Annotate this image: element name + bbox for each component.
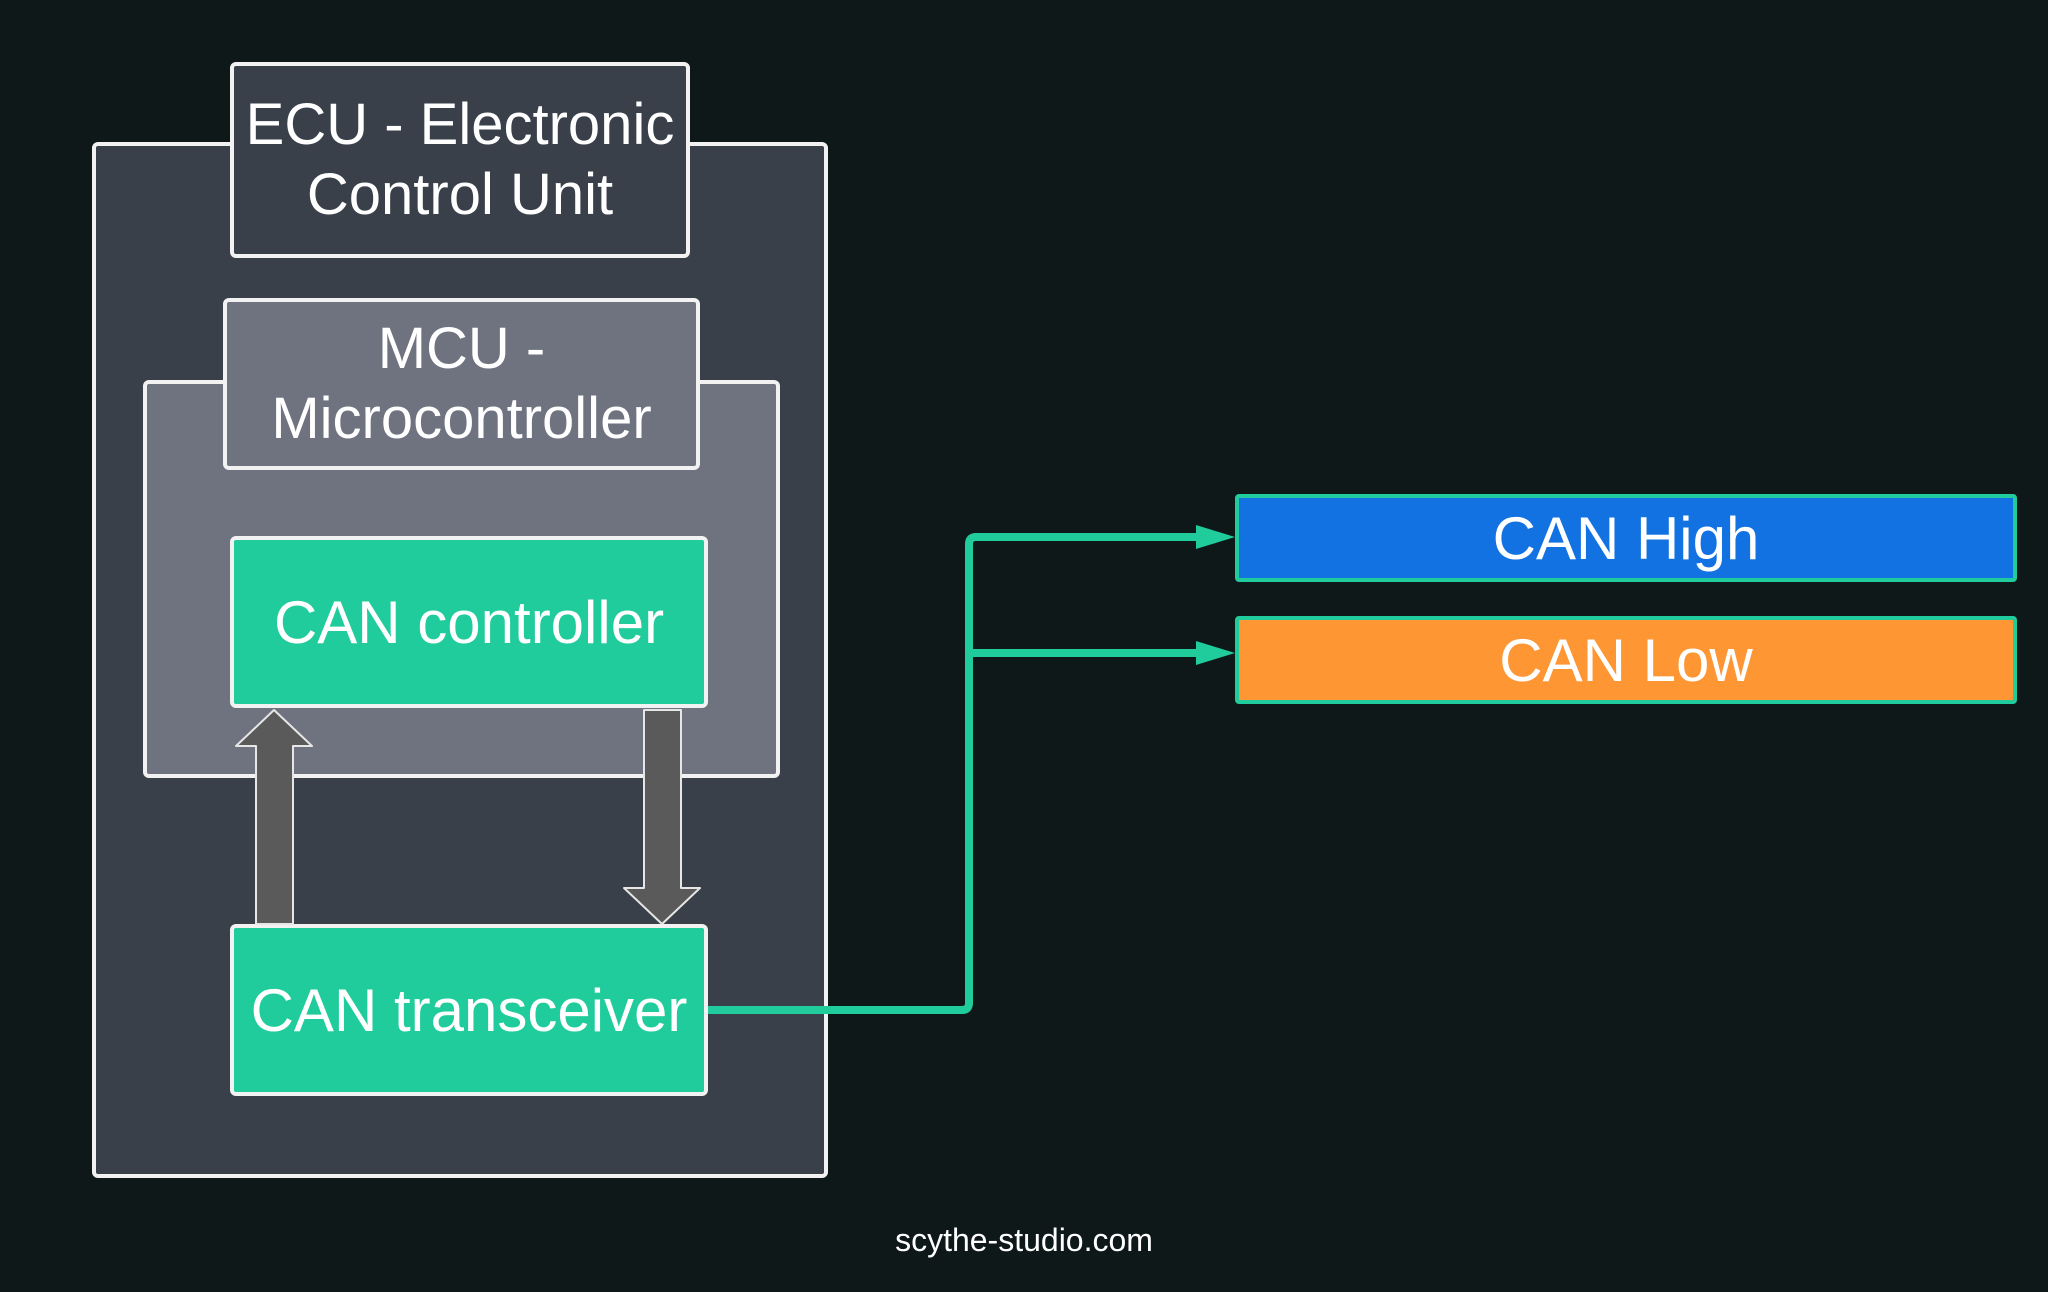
mcu-label: MCU - Microcontroller (223, 298, 700, 470)
bus-connector-line (708, 533, 1200, 1014)
can-controller-label: CAN controller (273, 588, 665, 656)
can-high-label: CAN High (1492, 504, 1760, 572)
can-high-bus: CAN High (1235, 494, 2017, 582)
arrowhead-can-high (1196, 525, 1235, 549)
down-arrow (623, 709, 701, 925)
footer-credit: scythe-studio.com (895, 1222, 1153, 1258)
arrowhead-can-low (1196, 641, 1235, 665)
can-controller-box: CAN controller (230, 536, 708, 708)
up-arrow (235, 709, 313, 925)
ecu-label-text: ECU - Electronic Control Unit (245, 92, 675, 227)
mcu-label-text: MCU - Microcontroller (271, 316, 652, 451)
can-transceiver-label: CAN transceiver (250, 976, 688, 1044)
can-low-label: CAN Low (1499, 626, 1753, 694)
can-transceiver-box: CAN transceiver (230, 924, 708, 1096)
can-low-bus: CAN Low (1235, 616, 2017, 704)
ecu-label: ECU - Electronic Control Unit (230, 62, 690, 258)
